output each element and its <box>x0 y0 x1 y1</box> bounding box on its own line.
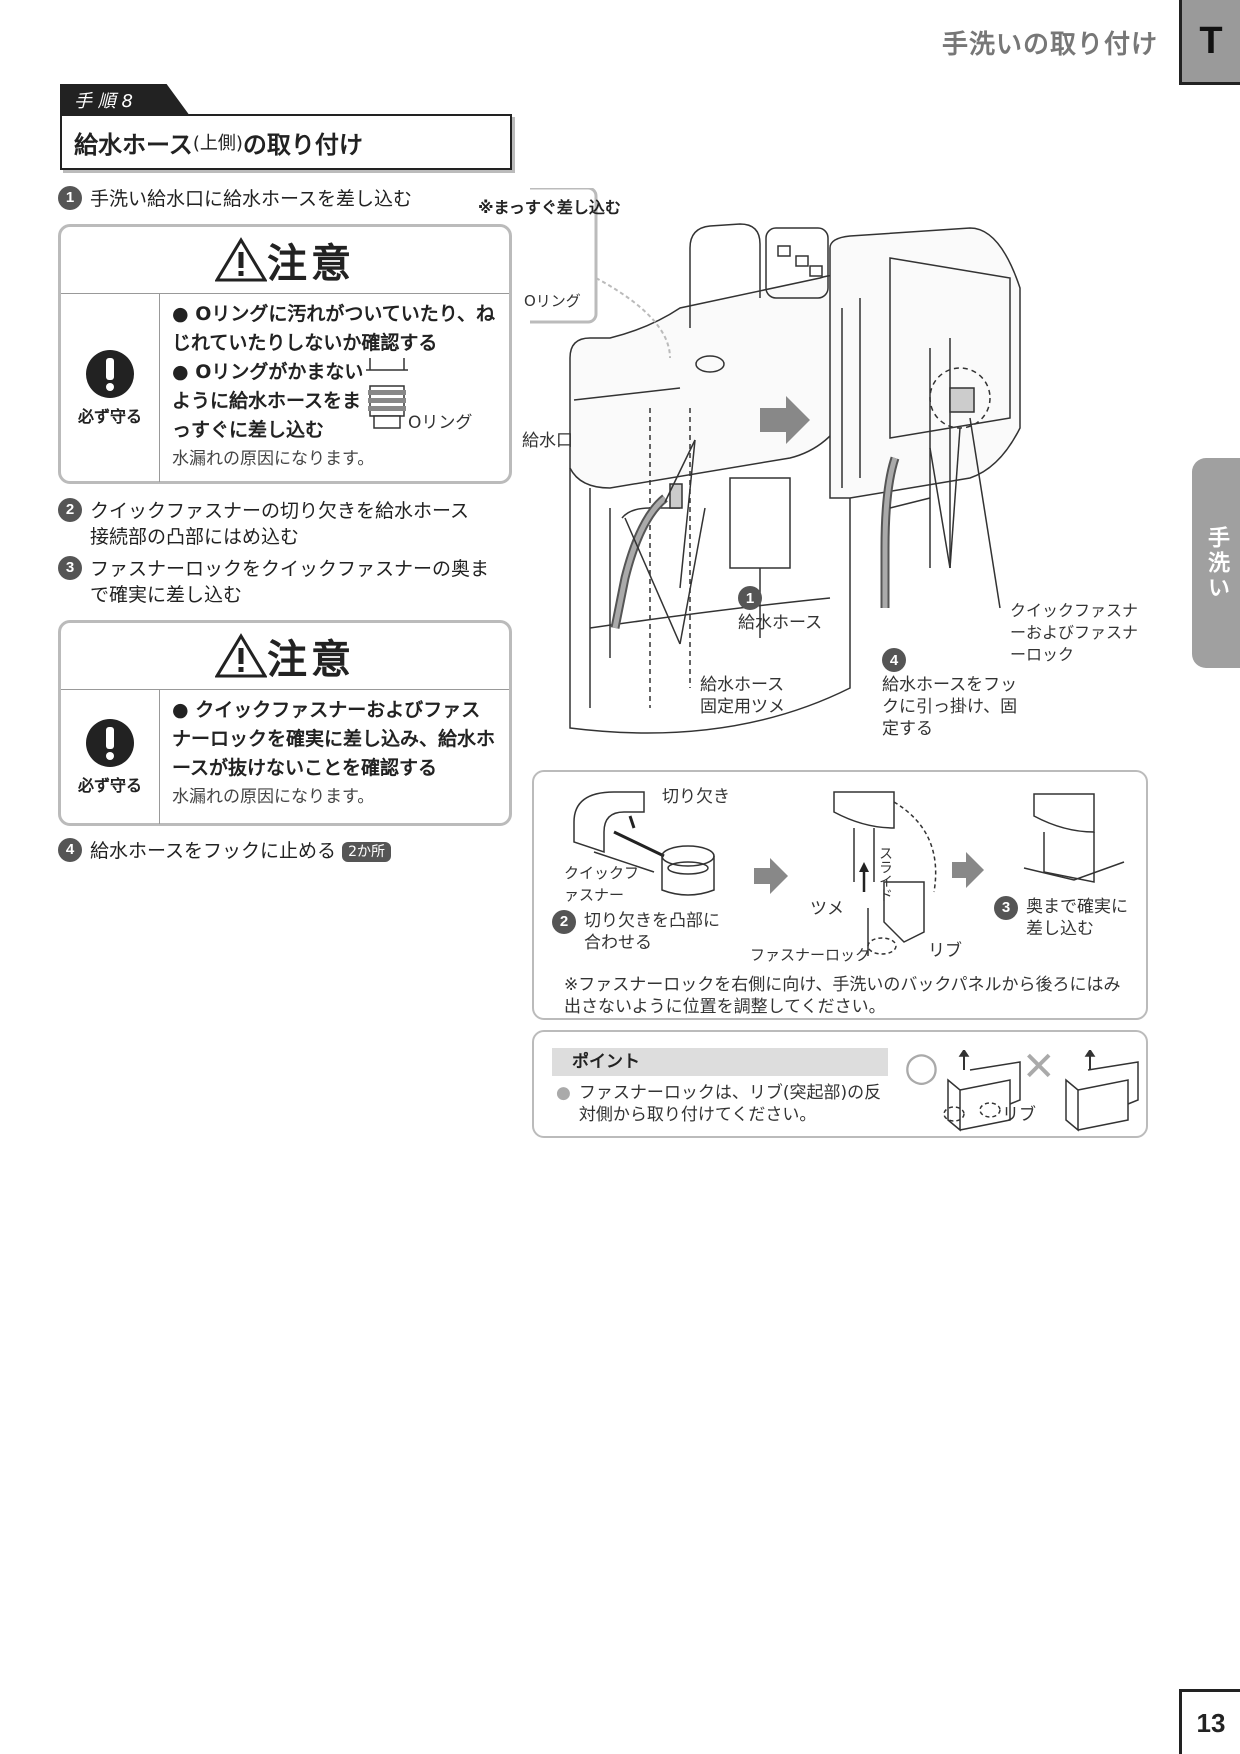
bullet-dot-icon: ● <box>556 1083 571 1103</box>
warning-triangle-icon <box>215 633 267 678</box>
claw-label: 給水ホース固定用ツメ <box>700 675 785 717</box>
point-box <box>532 1030 1148 1138</box>
step-number: 2 <box>552 910 576 934</box>
step3-label: 3 奥まで確実に差し込む <box>994 896 1140 940</box>
caution-title-text: 注意 <box>267 637 355 683</box>
good-mark-icon: ○ <box>904 1044 939 1090</box>
must-label: 必ず守る <box>77 776 142 795</box>
instruction-text-main: 給水ホースをフックに止める <box>90 840 337 862</box>
caution-bullet: ● Oリングがかまないように給水ホースをまっすぐに差し込む <box>172 361 364 441</box>
side-index-tab: 手洗い <box>1192 458 1240 668</box>
step-number: 2 <box>58 498 82 522</box>
detail-figure-box: 切り欠き クイックファスナー 2 切り欠きを凸部に合わせる ツメ スライド ファ… <box>532 770 1148 1020</box>
instruction-item-1: 1 手洗い給水口に給水ホースを差し込む <box>58 186 498 212</box>
caution-bullet: ● クイックファスナーおよびファスナーロックを確実に差し込み、給水ホースが抜けな… <box>172 699 496 779</box>
fastener-lock-label: クイックファスナーおよびファスナーロック <box>1010 601 1139 664</box>
slide-label: スライド <box>877 846 893 902</box>
step-number: 1 <box>58 186 82 210</box>
must-icon-cell: 必ず守る <box>61 690 160 824</box>
instruction-text: クイックファスナーの切り欠きを給水ホース接続部の凸部にはめ込む <box>90 500 470 548</box>
step-label: 手 順 8 <box>60 84 190 116</box>
point-text: ファスナーロックは、リブ(突起部)の反対側から取り付けてください。 <box>578 1083 882 1125</box>
exclamation-icon <box>86 719 134 767</box>
step-title-small: (上側) <box>192 133 243 154</box>
section-title: 手洗いの取り付け <box>941 30 1158 60</box>
instruction-text: ファスナーロックをクイックファスナーの奥まで確実に差し込む <box>90 558 490 606</box>
caution-note: 水漏れの原因になります。 <box>172 449 375 469</box>
exclamation-icon <box>86 350 134 398</box>
point-heading: ポイント <box>552 1048 888 1076</box>
step-number: 3 <box>994 896 1018 920</box>
step-number: 4 <box>58 838 82 862</box>
must-label: 必ず守る <box>77 407 142 426</box>
caution-box-1: 注意 必ず守る ● Oリングに汚れがついていたり、ねじれていたりしないか確認する… <box>58 224 512 484</box>
step-title: 給水ホース(上側)の取り付け <box>60 114 512 170</box>
instruction-item-2: 2 クイックファスナーの切り欠きを給水ホース接続部の凸部にはめ込む <box>58 498 478 550</box>
inset-oring-label: Oリング <box>524 292 581 310</box>
step-title-rest: の取り付け <box>242 130 363 159</box>
chapter-tab: T <box>1179 0 1240 85</box>
instruction-text: 手洗い給水口に給水ホースを差し込む <box>90 188 413 210</box>
oring-label: Oリング <box>408 413 473 433</box>
hose-label: 給水ホース <box>738 613 823 633</box>
quick-fastener-label: クイックファスナー <box>564 864 640 904</box>
caution-bullet: ● Oリングに汚れがついていたり、ねじれていたりしないか確認する <box>172 303 496 354</box>
caution-title-text: 注意 <box>267 241 355 287</box>
caution-note: 水漏れの原因になります。 <box>172 787 375 807</box>
lock-label: ファスナーロック <box>750 946 871 964</box>
must-icon-cell: 必ず守る <box>61 294 160 482</box>
hook-step-marker: 4 <box>882 648 914 672</box>
fastener-detail-illustration <box>573 791 1125 956</box>
inlet-label: 給水口 <box>522 431 573 451</box>
point-text-row: ● ファスナーロックは、リブ(突起部)の反対側から取り付けてください。 <box>556 1082 886 1126</box>
page-number: 13 <box>1179 1689 1240 1754</box>
position-note: ※ファスナーロックを右側に向け、手洗いのバックパネルから後ろにはみ出さないように… <box>564 975 1121 1017</box>
caution-box-2: 注意 必ず守る ● クイックファスナーおよびファスナーロックを確実に差し込み、給… <box>58 620 512 826</box>
installation-figure: ※まっすぐ差し込む Oリング 給水口 1 給水ホース 給水ホース固定用ツメ クイ… <box>474 186 1150 768</box>
instruction-item-3: 3 ファスナーロックをクイックファスナーの奥まで確実に差し込む <box>58 556 498 608</box>
step2-label: 2 切り欠きを凸部に合わせる <box>552 910 732 954</box>
inset-title: ※まっすぐ差し込む <box>478 198 621 217</box>
step-number: 3 <box>58 556 82 580</box>
hook-label: 給水ホースをフックに引っ掛け、固定する <box>882 675 1018 739</box>
step2-text: 切り欠きを凸部に合わせる <box>584 911 720 953</box>
caution-title: 注意 <box>61 227 509 294</box>
notch-label: 切り欠き <box>662 787 730 807</box>
point-rib-label: リブ <box>1002 1105 1036 1125</box>
step-title-main: 給水ホース <box>74 130 193 159</box>
count-badge: 2か所 <box>342 841 391 862</box>
caution-title: 注意 <box>61 623 509 690</box>
correct-incorrect-illustration <box>943 1050 1139 1132</box>
warning-triangle-icon <box>215 237 267 282</box>
claw-label: ツメ <box>810 899 844 919</box>
hose-step-marker: 1 <box>738 586 770 610</box>
bad-mark-icon: ✕ <box>1022 1044 1056 1090</box>
sink-illustration <box>474 186 1021 734</box>
rib-label: リブ <box>928 941 962 961</box>
step3-text: 奥まで確実に差し込む <box>1026 897 1128 939</box>
oring-fitting-icon <box>366 358 408 429</box>
